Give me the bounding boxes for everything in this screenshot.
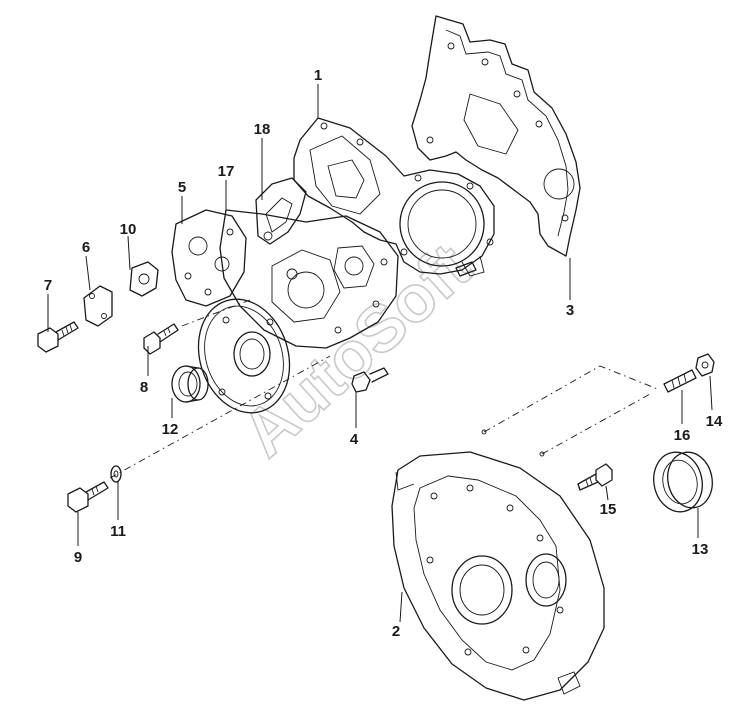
part-18-bracket [255,177,307,245]
callout-7: 7 [44,277,52,294]
callout-8: 8 [140,379,148,396]
part-6-blank-plate [83,285,113,327]
callout-9: 9 [74,549,82,566]
callout-15: 15 [600,501,617,518]
part-14-nut [695,353,715,377]
callout-4: 4 [350,431,359,448]
part-9-bolt [67,481,109,513]
part-1-front-housing [293,117,495,277]
callout-1: 1 [314,67,322,84]
part-3-gasket-plate [411,15,581,257]
part-4-fitting [351,367,389,393]
callout-14: 14 [706,413,723,430]
part-5-small-cover [171,209,247,307]
callout-2: 2 [392,623,400,640]
part-8-bolt [143,323,179,355]
callout-3: 3 [566,302,574,319]
part-15-bolt [577,463,613,491]
front-cover-plate [197,298,291,414]
part-2-flywheel-housing [391,451,605,701]
callout-labels: 1 2 3 4 5 6 7 8 9 10 11 12 13 14 15 16 1… [44,67,723,640]
part-10-gasket [129,261,159,297]
callout-6: 6 [82,239,90,256]
callout-17: 17 [218,163,235,180]
callout-13: 13 [692,541,709,558]
part-13-rear-oil-seal [653,451,713,513]
part-16-stud [663,369,697,393]
callout-16: 16 [674,427,691,444]
dowel-pin [455,261,477,277]
part-12-oil-seal [171,365,209,403]
part-11-washer [110,465,122,483]
leader-lines [47,84,713,623]
callout-12: 12 [162,421,179,438]
part-7-bolt [37,321,79,353]
callout-18: 18 [254,121,271,138]
callout-5: 5 [178,179,186,196]
callout-11: 11 [110,523,126,540]
alignment-lines [109,299,661,479]
callout-10: 10 [120,221,137,238]
